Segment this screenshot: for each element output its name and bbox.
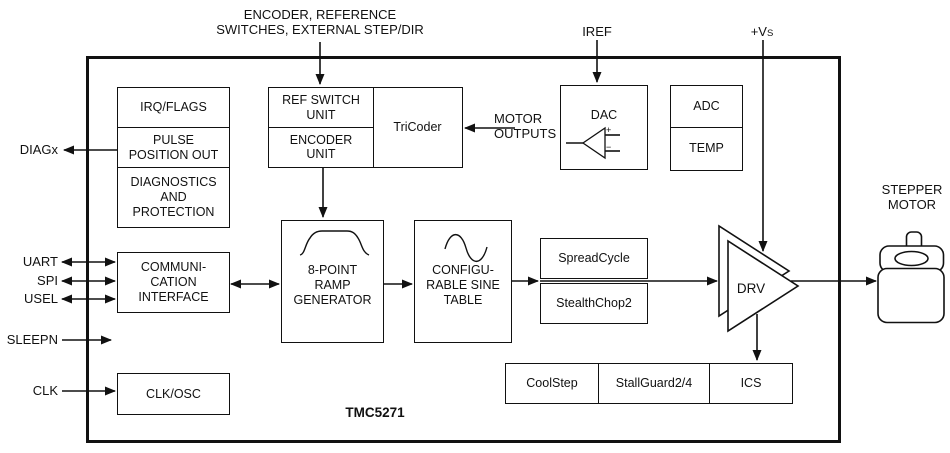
block-stallguard: StallGuard2/4 bbox=[597, 363, 711, 404]
block-encoder-unit: ENCODER UNIT bbox=[268, 126, 374, 168]
motor-outputs-label: MOTOR OUTPUTS bbox=[494, 111, 557, 142]
iref-label: IREF bbox=[582, 24, 612, 39]
block-ramp-generator: 8-POINT RAMP GENERATOR bbox=[281, 220, 384, 343]
block-irq-flags: IRQ/FLAGS bbox=[117, 87, 230, 128]
top-input-label: ENCODER, REFERENCE SWITCHES, EXTERNAL ST… bbox=[216, 7, 424, 38]
uart-label: UART bbox=[22, 254, 58, 269]
block-tricoder: TriCoder bbox=[372, 87, 463, 168]
vs-label: +VS bbox=[750, 24, 774, 39]
block-sine-table: CONFIGU- RABLE SINE TABLE bbox=[414, 220, 512, 343]
diagx-label: DIAGx bbox=[19, 142, 58, 157]
spi-label: SPI bbox=[37, 273, 58, 288]
clk-label: CLK bbox=[32, 383, 58, 398]
block-ics: ICS bbox=[709, 363, 793, 404]
block-temp: TEMP bbox=[670, 127, 743, 171]
block-spreadcycle: SpreadCycle bbox=[540, 238, 648, 279]
block-adc: ADC bbox=[670, 85, 743, 129]
stepper-motor-label: STEPPER MOTOR bbox=[881, 182, 943, 213]
block-coolstep: CoolStep bbox=[505, 363, 599, 404]
block-communication-interface: COMMUNI- CATION INTERFACE bbox=[117, 252, 230, 313]
block-clk-osc: CLK/OSC bbox=[117, 373, 230, 415]
block-ref-switch-unit: REF SWITCH UNIT bbox=[268, 87, 374, 128]
block-pulse-position-out: PULSE POSITION OUT bbox=[117, 126, 230, 169]
block-stealthchop2: StealthChop2 bbox=[540, 283, 648, 324]
sleepn-label: SLEEPN bbox=[6, 332, 58, 347]
usel-label: USEL bbox=[24, 291, 58, 306]
block-diagnostics-protection: DIAGNOSTICS AND PROTECTION bbox=[117, 167, 230, 228]
chip-name: TMC5271 bbox=[345, 405, 405, 420]
stepper-motor-icon bbox=[877, 231, 945, 324]
drv-label: DRV bbox=[736, 281, 766, 296]
